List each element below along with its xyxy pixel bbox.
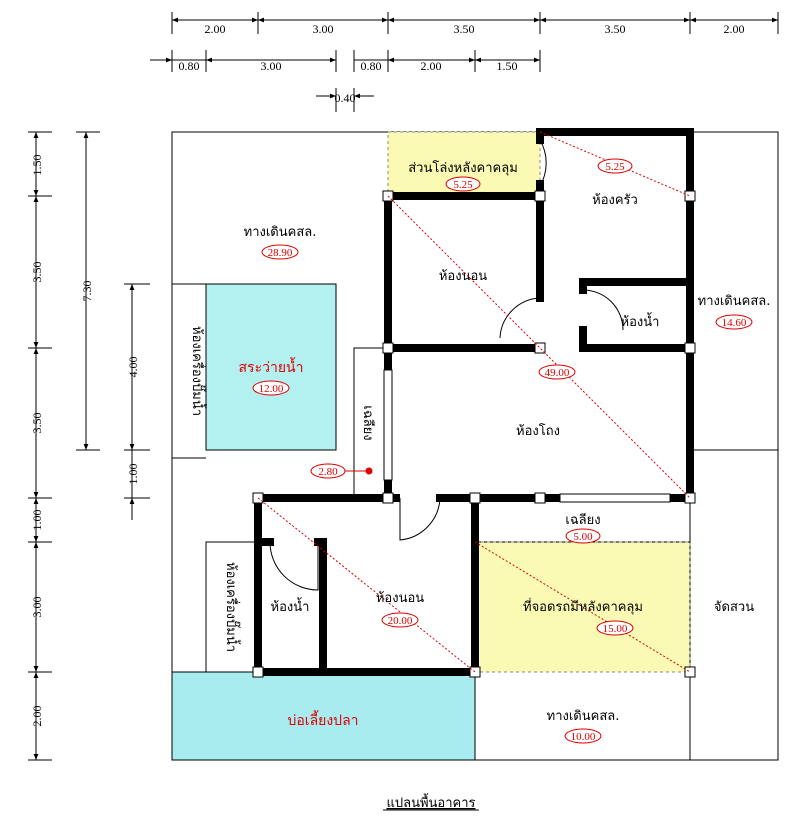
label-fishpond: บ่อเลี้ยงปลา [287,710,358,729]
label-pool: สระว่ายน้ำ [239,357,304,376]
label-walkway-bottom: ทางเดินคสล. [547,709,620,724]
top-dim-row2-1: 0.80 [179,59,200,73]
top-dim-row2-4: 2.00 [421,59,442,73]
top-dim-3: 3.50 [454,22,475,36]
area-kitchen: 5.25 [605,161,625,173]
area-porch-bottom: 5.00 [573,531,593,543]
top-dimension-labels: 2.00 3.00 3.50 3.50 2.00 0.80 3.00 0.80 … [179,22,745,105]
left-dim-2: 3.50 [30,262,44,283]
label-carport: ที่จอดรถมีหลังคาคลุม [523,598,643,615]
top-dim-small: 0.40 [335,91,356,105]
left-dim-4: 1.00 [30,510,44,531]
area-porch-point: 2.80 [318,466,338,478]
columns [252,190,696,678]
area-badges [252,158,753,744]
top-dim-4: 3.50 [605,22,626,36]
area-walkway-right: 14.60 [722,317,747,329]
top-dim-row2-3: 0.80 [361,59,382,73]
label-pump-room-bottom: ห้องเครื่องปั๊มน้ำ [223,562,241,652]
left-dimensions [28,131,150,761]
left-dim-1: 1.50 [30,155,44,176]
label-bedroom-top: ห้องนอน [439,269,487,284]
label-bath-top: ห้องน้ำ [621,312,660,330]
area-living: 49.00 [545,367,570,379]
top-dim-row2-5: 1.50 [497,59,518,73]
area-storage-roof: 5.25 [453,179,473,191]
left-dim-inner-2: 1.00 [126,464,140,485]
pool-fill [205,283,337,451]
area-walkway-top: 28.90 [268,247,293,259]
top-dim-2: 3.00 [313,22,334,36]
top-dim-1: 2.00 [205,22,226,36]
label-walkway-top: ทางเดินคสล. [244,225,317,240]
top-dim-5: 2.00 [724,22,745,36]
label-walkway-right: ทางเดินคสล. [698,294,771,309]
area-walkway-bottom: 10.00 [571,731,596,743]
left-dim-total: 7.30 [80,281,94,302]
top-dimensions [150,12,779,112]
label-bedroom-bottom: ห้องนอน [376,591,424,606]
label-living: ห้องโถง [516,423,560,439]
area-carport: 15.00 [603,623,628,635]
left-dim-6: 2.00 [30,706,44,727]
area-values: 5.25 5.25 28.90 14.60 12.00 49.00 2.80 5… [259,161,747,743]
label-porch-bottom: เฉลียง [565,512,600,528]
left-dim-inner-1: 4.00 [126,357,140,378]
top-dim-row2-2: 3.00 [261,59,282,73]
label-garden: จัดสวน [714,600,754,615]
doors [269,139,671,591]
left-dim-3: 3.50 [30,413,44,434]
area-pool: 12.00 [259,383,284,395]
label-pump-room-left: ห้องเครื่องปั๊มน้ำ [189,326,207,416]
left-dimension-labels: 1.50 3.50 3.50 1.00 3.00 2.00 7.30 4.00 … [30,155,140,727]
label-bath-bottom: ห้องน้ำ [271,597,310,615]
label-storage-roof: ส่วนโล่งหลังคาคลุม [408,160,518,176]
label-porch-side: เฉลียง [360,405,376,440]
label-kitchen: ห้องครัว [592,193,638,208]
area-bedroom-bottom: 20.00 [388,615,413,627]
walls [254,128,694,676]
room-labels: ส่วนโล่งหลังคาคลุม ห้องครัว ทางเดินคสล. … [189,160,770,729]
left-dim-5: 3.00 [30,597,44,618]
plan-title: แปลนพื้นอาคาร [386,793,475,811]
